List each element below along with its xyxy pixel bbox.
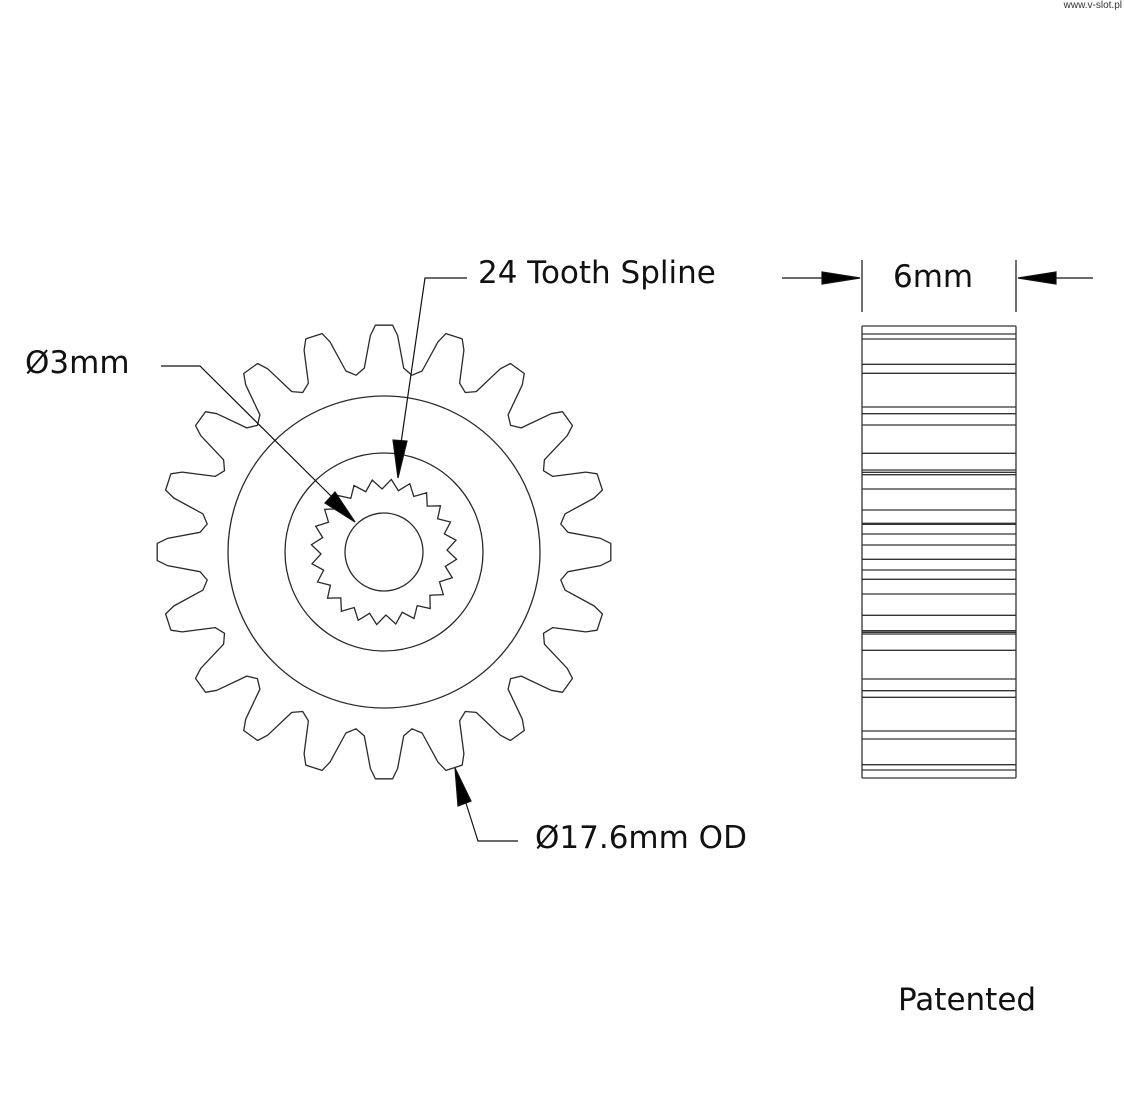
- hub-outer-circle: [227, 395, 541, 709]
- bore-leader: [161, 365, 356, 523]
- bore-circle: [344, 512, 424, 592]
- gear-side-view: [861, 325, 1017, 779]
- patent-label: Patented: [898, 982, 1037, 1018]
- width-label: 6mm: [893, 259, 974, 295]
- side-view-outline: [861, 325, 1017, 779]
- gear-tooth-outline: [156, 324, 612, 780]
- watermark: www.v-slot.pl: [1063, 0, 1122, 11]
- spline-arrow-icon: [392, 439, 408, 479]
- width-dimension: [782, 260, 1093, 312]
- od-leader: [454, 767, 518, 842]
- width-arrow-right-icon: [1017, 271, 1057, 285]
- spline-outline: [310, 478, 458, 626]
- spline-label: 24 Tooth Spline: [478, 255, 716, 291]
- spline-leader: [392, 277, 467, 479]
- od-arrow-icon: [454, 767, 472, 807]
- gear-front-view: [156, 324, 612, 780]
- bore-diameter-label: Ø3mm: [25, 345, 130, 381]
- width-arrow-left-icon: [821, 271, 861, 285]
- outer-diameter-label: Ø17.6mm OD: [535, 820, 747, 856]
- bore-arrow-icon: [324, 491, 356, 523]
- hub-inner-circle: [284, 452, 484, 652]
